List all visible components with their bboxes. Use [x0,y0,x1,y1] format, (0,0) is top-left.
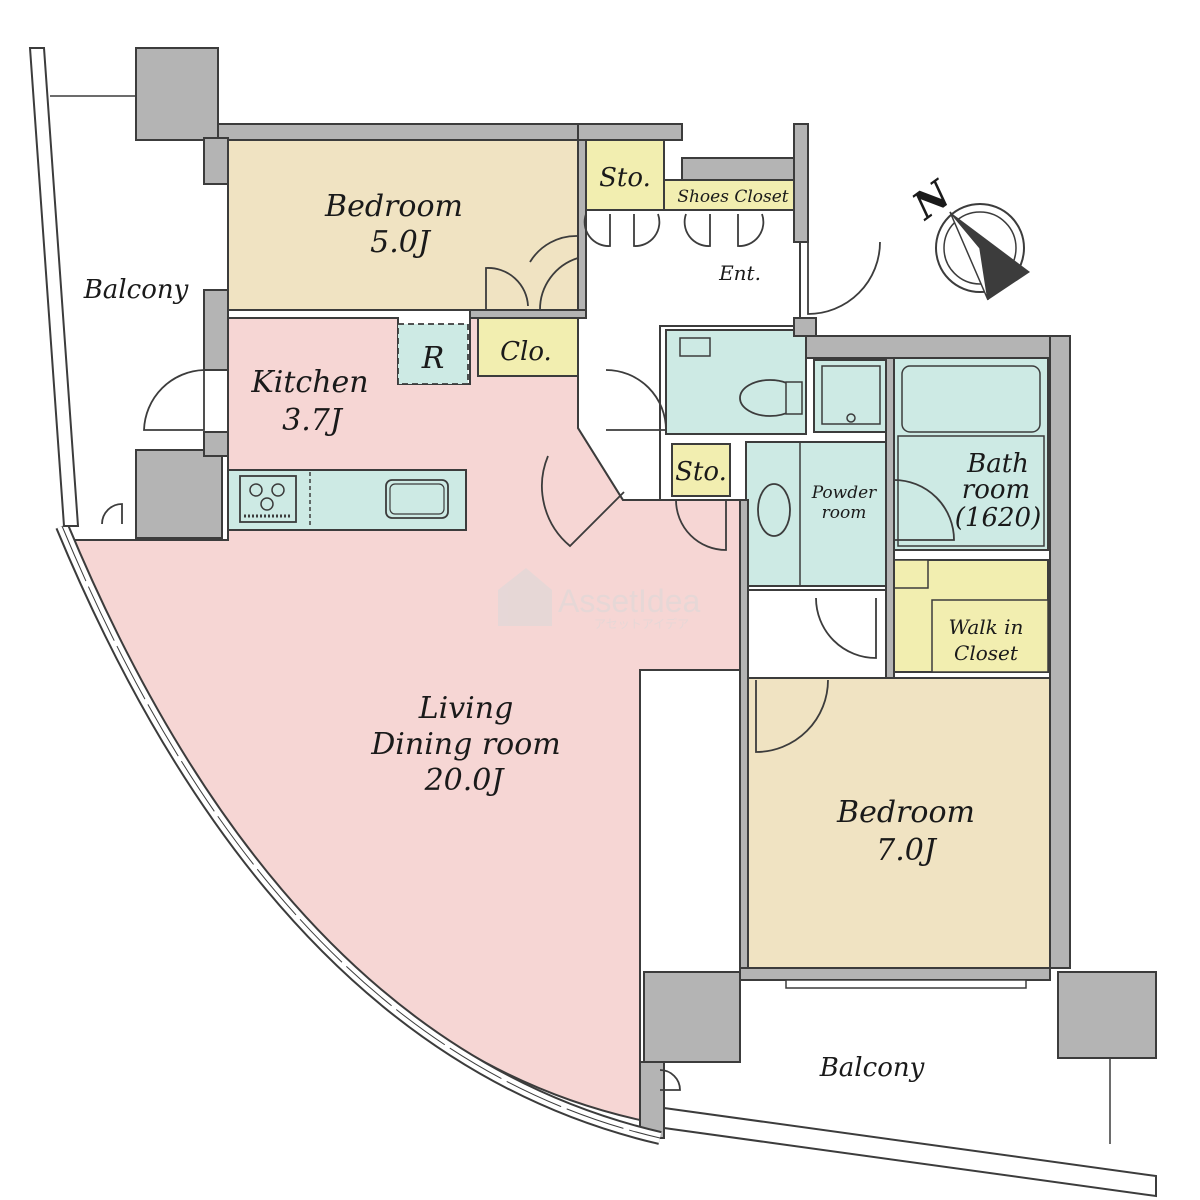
storage-top-label: Sto. [599,163,651,193]
walls [135,47,1157,1139]
powder-room-line1: Powder [811,483,877,503]
watermark-brand: AssetIdea [558,583,701,619]
doors [101,213,955,1091]
balcony-west-rail [28,47,80,527]
living-name-line1: Living [418,691,514,726]
cooktop-icon [239,475,297,523]
shoes-closet-label: Shoes Closet [677,187,788,207]
powder-room-line2: room [822,503,867,523]
compass: N [903,170,1030,301]
compass-north-icon [950,212,1030,300]
storage-mid-label: Sto. [675,457,727,487]
closet-label: Clo. [500,337,552,367]
bedroom-north-size: 5.0J [370,225,432,260]
closet-area [477,315,579,377]
shower-area [813,359,887,433]
kitchen-size: 3.7J [282,403,344,438]
bedroom-north-area [227,139,579,311]
storage-mid-area [671,443,731,497]
fridge-space [397,323,469,385]
watermark-sub: アセットアイデア [594,616,689,631]
kitchen-name: Kitchen [250,365,368,400]
living-name-line2: Dining room [370,727,561,762]
bedroom-south-area [747,677,1051,969]
fridge-label: R [421,341,445,376]
balcony-south-label: Balcony [819,1053,925,1083]
bath-room-line2: room [962,475,1030,505]
watermark-house-icon [498,568,552,626]
entrance-label: Ent. [718,261,761,285]
living-size: 20.0J [424,763,506,798]
bath-room-line1: Bath [966,449,1029,479]
corridor [739,589,889,679]
bedroom-north-name: Bedroom [324,189,463,224]
watermark: AssetIdea アセットアイデア [498,568,701,631]
basin-icon [757,483,791,537]
bedroom-south-name: Bedroom [836,795,975,830]
sink-icon [385,479,449,519]
balcony-south-rail [663,1106,1157,1198]
balcony-west-label: Balcony [83,275,189,305]
bedroom-south-size: 7.0J [876,833,938,868]
walk-in-closet-line1: Walk in [949,615,1024,639]
shoes-closet-area [663,179,795,211]
bath-room-line3: (1620) [955,503,1041,533]
walk-in-closet-line2: Closet [954,641,1019,665]
